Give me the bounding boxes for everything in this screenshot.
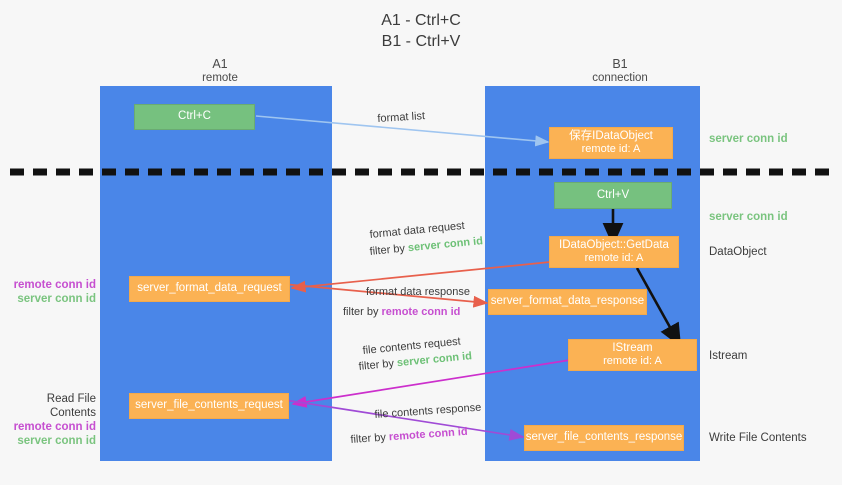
edge-label-file-contents-request-filter-prefix: filter by [358,357,398,373]
edge-label-format-data-response: format data response [366,286,470,298]
edge-label-format-data-request-filter-prefix: filter by [369,242,409,258]
box-save-idataobject-line2: remote id: A [581,143,641,155]
right-label-dataobject: DataObject [709,246,767,258]
box-ctrl-c-label: Ctrl+C [178,110,211,123]
column-header-a1-sub: remote [202,72,238,84]
box-idataobject-getdata-line1: IDataObject::GetData [559,238,669,251]
right-label-write-file-contents: Write File Contents [709,432,807,444]
left-label-server-conn-id-1: server conn id [17,293,96,305]
box-server-format-data-response[interactable]: server_format_data_response [488,289,647,315]
box-idataobject-getdata[interactable]: IDataObject::GetData remote id: A [549,236,679,268]
edge-label-file-contents-response: file contents response [374,401,482,421]
title-line-2: B1 - Ctrl+V [381,33,461,50]
left-label-group-file: Read File Contents remote conn id server… [8,392,96,448]
box-server-file-contents-request[interactable]: server_file_contents_request [129,393,289,419]
right-label-server-conn-id-1: server conn id [709,133,788,145]
left-label-server-conn-id-2: server conn id [17,435,96,447]
column-header-a1-name: A1 [212,57,228,71]
page-title: A1 - Ctrl+C B1 - Ctrl+V [0,10,842,52]
edge-label-file-contents-response-filter-prefix: filter by [350,431,390,446]
left-label-read-file-contents: Read File Contents [46,393,96,419]
box-istream[interactable]: IStream remote id: A [568,339,697,371]
right-label-istream: Istream [709,350,748,362]
box-server-file-contents-response-label: server_file_contents_response [525,431,683,444]
box-ctrl-v[interactable]: Ctrl+V [554,182,672,209]
edge-label-file-contents-response-filter: filter by remote conn id [350,425,468,448]
title-line-1: A1 - Ctrl+C [381,12,461,29]
left-label-remote-conn-id-2: remote conn id [13,421,96,433]
edge-label-format-list: format list [377,110,426,125]
column-header-b1: B1 connection [520,57,720,85]
box-save-idataobject[interactable]: 保存IDataObject remote id: A [549,127,673,159]
box-idataobject-getdata-line2: remote id: A [584,252,644,264]
box-istream-line2: remote id: A [603,355,662,367]
box-server-format-data-response-label: server_format_data_response [490,295,645,308]
box-server-file-contents-response[interactable]: server_file_contents_response [524,425,684,451]
box-server-file-contents-request-label: server_file_contents_request [135,399,283,412]
box-ctrl-v-label: Ctrl+V [596,188,630,201]
edge-label-file-contents-response-filter-value: remote conn id [388,425,468,444]
edge-label-format-data-response-filter-value: remote conn id [381,306,461,318]
edge-label-format-data-response-filter-prefix: filter by [343,306,382,318]
edge-label-format-data-response-filter: filter by remote conn id [343,305,460,320]
right-label-server-conn-id-2: server conn id [709,211,788,223]
box-istream-line1: IStream [612,341,653,354]
box-server-format-data-request[interactable]: server_format_data_request [129,276,290,302]
column-header-b1-sub: connection [592,72,648,84]
left-label-remote-conn-id-1: remote conn id [13,279,96,291]
box-save-idataobject-line1: 保存IDataObject [569,129,653,142]
box-ctrl-c[interactable]: Ctrl+C [134,104,255,130]
left-label-group-format: remote conn id server conn id [11,278,96,306]
box-server-format-data-request-label: server_format_data_request [137,282,282,295]
column-header-a1: A1 remote [120,57,320,85]
column-header-b1-name: B1 [612,57,628,71]
